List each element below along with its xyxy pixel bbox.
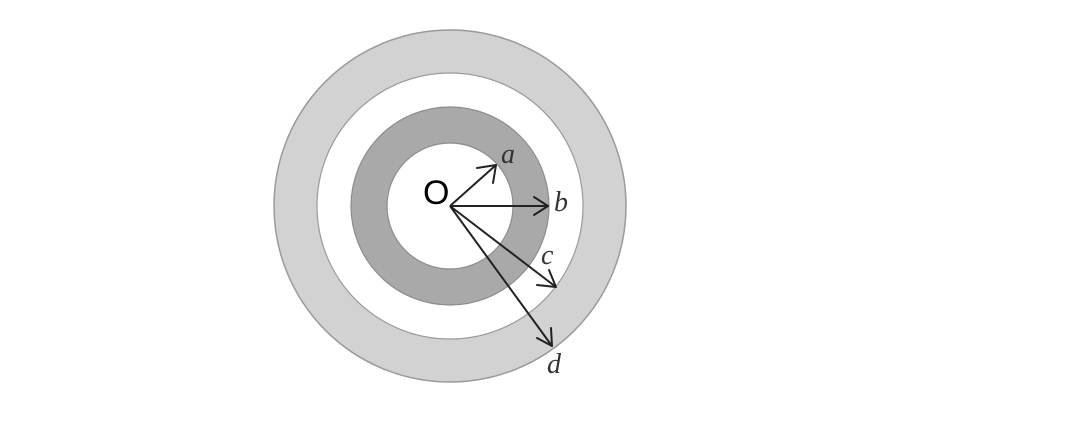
vector-c bbox=[449, 205, 557, 288]
vector-b-label: b bbox=[554, 187, 568, 218]
vector-a-label: a bbox=[501, 139, 515, 170]
vector-b bbox=[450, 196, 549, 216]
vector-c-label: c bbox=[541, 240, 554, 271]
vector-a bbox=[449, 164, 497, 207]
origin-label: O bbox=[423, 174, 449, 212]
vector-d bbox=[449, 205, 553, 347]
vector-d-label: d bbox=[547, 349, 562, 380]
